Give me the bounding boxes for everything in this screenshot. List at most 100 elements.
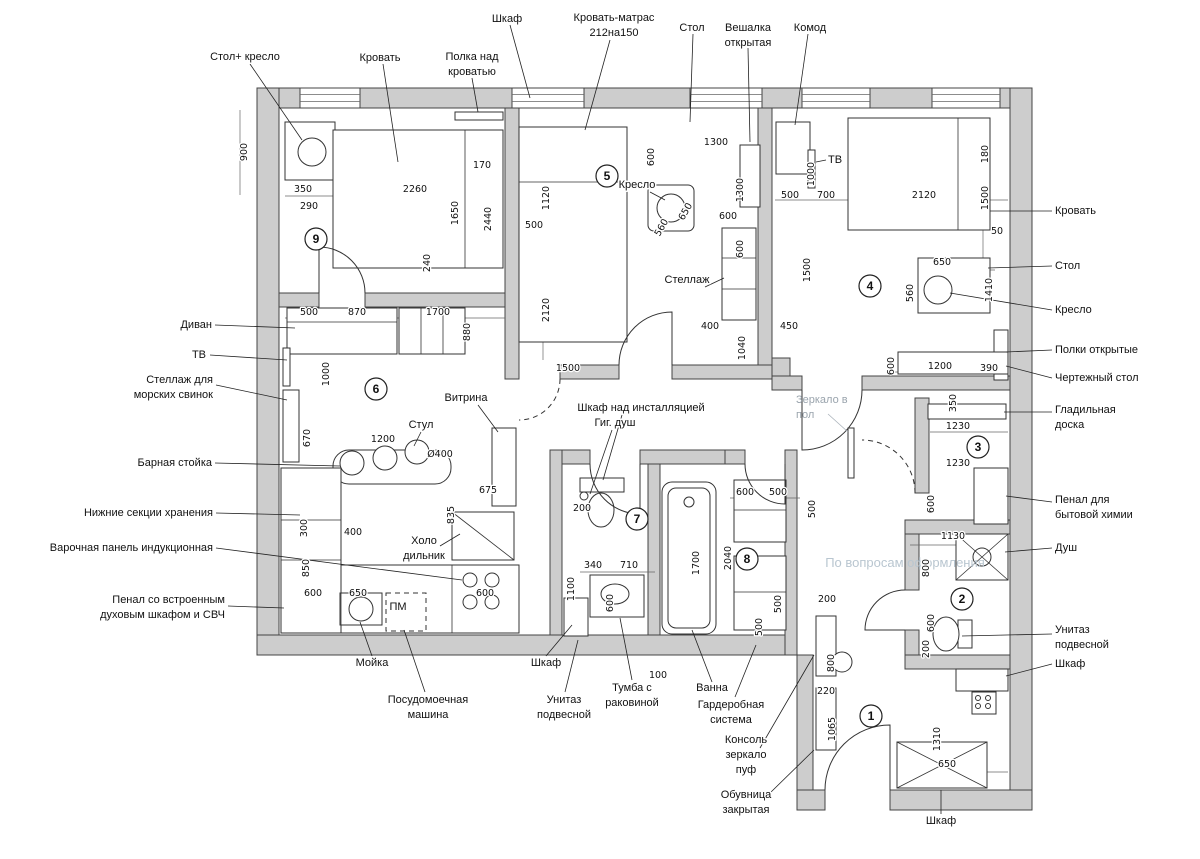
leader-line bbox=[815, 159, 827, 163]
dimension: 880 bbox=[462, 323, 473, 341]
toilet-tank bbox=[957, 619, 973, 649]
label: Шкаф bbox=[1055, 658, 1085, 670]
wall-segment bbox=[364, 292, 506, 308]
window bbox=[801, 87, 871, 109]
wall-segment bbox=[1009, 87, 1033, 811]
dimension: 500 bbox=[754, 618, 765, 636]
dimension: 600 bbox=[886, 357, 897, 375]
wall-segment bbox=[256, 87, 1033, 109]
dimension: 1200 bbox=[371, 434, 395, 445]
dimension: 450 bbox=[780, 321, 798, 332]
label: Пенал со встроенным bbox=[112, 594, 225, 606]
leader-line bbox=[827, 413, 849, 433]
leader-line bbox=[209, 354, 288, 361]
label: Шкаф над инсталляцией bbox=[577, 402, 704, 414]
shoe-cabinet bbox=[815, 687, 837, 751]
dimension: 1500 bbox=[802, 258, 813, 282]
ironing-board bbox=[927, 403, 1007, 420]
dimension: 500 bbox=[773, 595, 784, 613]
dimension: 390 bbox=[980, 363, 998, 374]
label: морских свинок bbox=[134, 389, 213, 401]
room-number-circle bbox=[950, 587, 974, 611]
wall-segment bbox=[796, 654, 814, 791]
label: Шкаф bbox=[492, 13, 522, 25]
label: Шкаф bbox=[926, 815, 956, 827]
leader-line bbox=[987, 265, 1053, 269]
label: Кровать bbox=[1055, 205, 1096, 217]
dimension: 870 bbox=[348, 307, 366, 318]
label: 212на150 bbox=[590, 27, 639, 39]
opening-dashed bbox=[518, 378, 561, 421]
leader-line bbox=[759, 654, 815, 749]
dimension: 1500 bbox=[980, 186, 991, 210]
door-swing-dashed bbox=[861, 439, 916, 494]
leader-line bbox=[359, 621, 373, 657]
hob-burner bbox=[462, 594, 478, 610]
leader-line bbox=[439, 533, 461, 547]
chair bbox=[923, 275, 953, 305]
leader-line bbox=[589, 429, 613, 495]
dimension: 1700 bbox=[691, 551, 702, 575]
dimension: 1650 bbox=[450, 201, 461, 225]
label: доска bbox=[1055, 419, 1085, 431]
label: ТВ bbox=[828, 154, 842, 166]
leader-line bbox=[769, 749, 815, 794]
dimension: 500 bbox=[781, 190, 799, 201]
leader-line bbox=[602, 414, 623, 481]
door-arc bbox=[618, 311, 673, 366]
floor-mirror bbox=[847, 427, 855, 479]
label: кроватью bbox=[448, 66, 496, 78]
leader-lines-layer bbox=[209, 24, 1053, 814]
wall-segment bbox=[256, 634, 798, 656]
label: духовым шкафом и СВЧ bbox=[100, 609, 225, 621]
door-arc bbox=[864, 589, 906, 631]
label: Диван bbox=[180, 319, 212, 331]
label: Гиг. душ bbox=[594, 417, 635, 429]
dimension: 675 bbox=[479, 485, 497, 496]
dimension: 710 bbox=[620, 560, 638, 571]
wall-segment bbox=[639, 449, 726, 465]
label: Душ bbox=[1055, 542, 1077, 554]
bar-stool bbox=[339, 450, 365, 476]
pouf bbox=[831, 651, 853, 673]
leader-line bbox=[413, 431, 422, 447]
display-cabinet bbox=[491, 427, 517, 507]
window bbox=[511, 87, 585, 109]
leader-line bbox=[704, 277, 725, 288]
tv bbox=[282, 347, 291, 387]
dimension: 850 bbox=[301, 559, 312, 577]
room-number-circle bbox=[858, 274, 882, 298]
dimension: 1120 bbox=[541, 186, 552, 210]
label: закрытая bbox=[723, 804, 770, 816]
dimension: 1230 bbox=[946, 458, 970, 469]
room-number: 3 bbox=[975, 440, 982, 454]
panel bbox=[971, 691, 997, 715]
sink bbox=[348, 596, 374, 622]
furniture-layer bbox=[280, 111, 1009, 789]
tv-cabinet bbox=[398, 307, 466, 355]
wall-segment bbox=[914, 397, 930, 494]
dimension: 350 bbox=[948, 394, 959, 412]
room-number: 8 bbox=[744, 552, 751, 566]
toilet bbox=[932, 616, 960, 652]
dimension: 600 bbox=[476, 588, 494, 599]
label: Посудомоечная bbox=[388, 694, 469, 706]
label: система bbox=[710, 714, 753, 726]
label: Стул bbox=[409, 419, 434, 431]
label: Полки открытые bbox=[1055, 344, 1138, 356]
dimension: 600 bbox=[926, 495, 937, 513]
dimension: 600 bbox=[926, 614, 937, 632]
label: Пенал для bbox=[1055, 494, 1110, 506]
room-number: 6 bbox=[373, 382, 380, 396]
label: зеркало bbox=[726, 749, 767, 761]
entrance-door-arc bbox=[824, 724, 891, 791]
dimension: 650 bbox=[933, 257, 951, 268]
bed bbox=[518, 126, 628, 343]
dimension: 700 bbox=[817, 190, 835, 201]
label: Стол bbox=[1055, 260, 1080, 272]
wall-segment bbox=[771, 375, 803, 391]
label: Комод bbox=[794, 22, 827, 34]
